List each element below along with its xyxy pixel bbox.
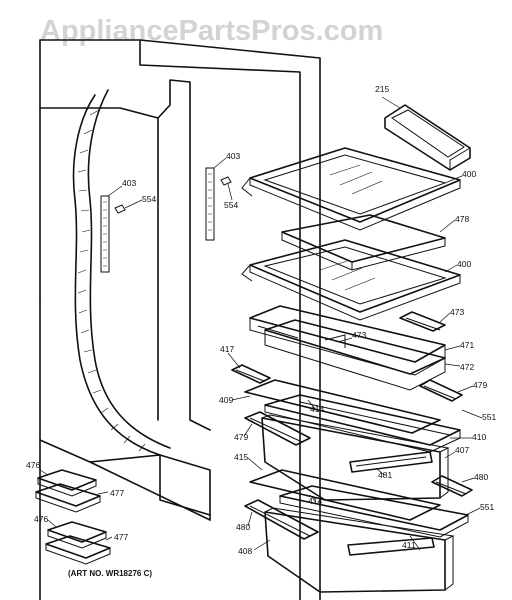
callout-403-a: 403: [122, 178, 136, 188]
callout-409: 409: [219, 395, 233, 405]
callout-414-a: 414: [310, 404, 324, 414]
art-number: (ART NO. WR18276 C): [68, 569, 152, 578]
shelf-rail-left: [100, 195, 126, 273]
shelf-rail-right: [205, 167, 232, 241]
callout-400-a: 400: [462, 169, 476, 179]
callout-400-b: 400: [457, 259, 471, 269]
callout-554-b: 554: [224, 200, 238, 210]
callout-476-b: 476: [34, 514, 48, 524]
callout-481: 481: [378, 470, 392, 480]
callout-473-b: 473: [352, 330, 366, 340]
callout-480-a: 480: [474, 472, 488, 482]
slide-rail-upper-right: [399, 311, 446, 332]
glass-shelf-top: [241, 147, 461, 231]
slide-rail-right-480: [431, 475, 473, 497]
callout-408: 408: [238, 546, 252, 556]
glass-shelf-flat: [281, 214, 446, 271]
crisper-cover: [249, 305, 446, 391]
callout-551-a: 551: [482, 412, 496, 422]
callout-403-b: 403: [226, 151, 240, 161]
dairy-bin: [384, 104, 471, 171]
leader-lines: [39, 96, 483, 551]
callout-215: 215: [375, 84, 389, 94]
callout-476-a: 476: [26, 460, 40, 470]
pan-cover-lower: [249, 469, 469, 538]
snack-tray-lower: [45, 521, 111, 565]
callout-411: 411: [402, 540, 416, 550]
callout-410: 410: [472, 432, 486, 442]
slide-rail-right-479: [419, 379, 463, 402]
drawer-rail-left-480: [244, 499, 319, 540]
callout-478: 478: [455, 214, 469, 224]
callout-479-a: 479: [473, 380, 487, 390]
callout-407: 407: [455, 445, 469, 455]
callout-472: 472: [460, 362, 474, 372]
drawer-rail-left-479: [244, 411, 311, 446]
pan-cover-upper: [244, 379, 461, 453]
callout-473-a: 473: [450, 307, 464, 317]
callout-414-b: 414: [308, 496, 322, 506]
callout-551-b: 551: [480, 502, 494, 512]
callout-labels: 215 400 478 400 473 473 471 472 479 551 …: [26, 84, 496, 556]
slide-rail-left-417: [231, 364, 271, 384]
glass-shelf-middle: [241, 239, 461, 321]
cabinet-liner: [39, 39, 321, 600]
crisper-drawer-lower: [264, 507, 455, 593]
callout-477-a: 477: [110, 488, 124, 498]
callout-479-b: 479: [234, 432, 248, 442]
callout-471: 471: [460, 340, 474, 350]
watermark-text: AppliancePartsPros.com: [40, 15, 383, 47]
callout-415: 415: [234, 452, 248, 462]
snack-tray-upper: [35, 469, 101, 513]
callout-477-b: 477: [114, 532, 128, 542]
callout-480-b: 480: [236, 522, 250, 532]
callout-417: 417: [220, 344, 234, 354]
callout-554-a: 554: [142, 194, 156, 204]
